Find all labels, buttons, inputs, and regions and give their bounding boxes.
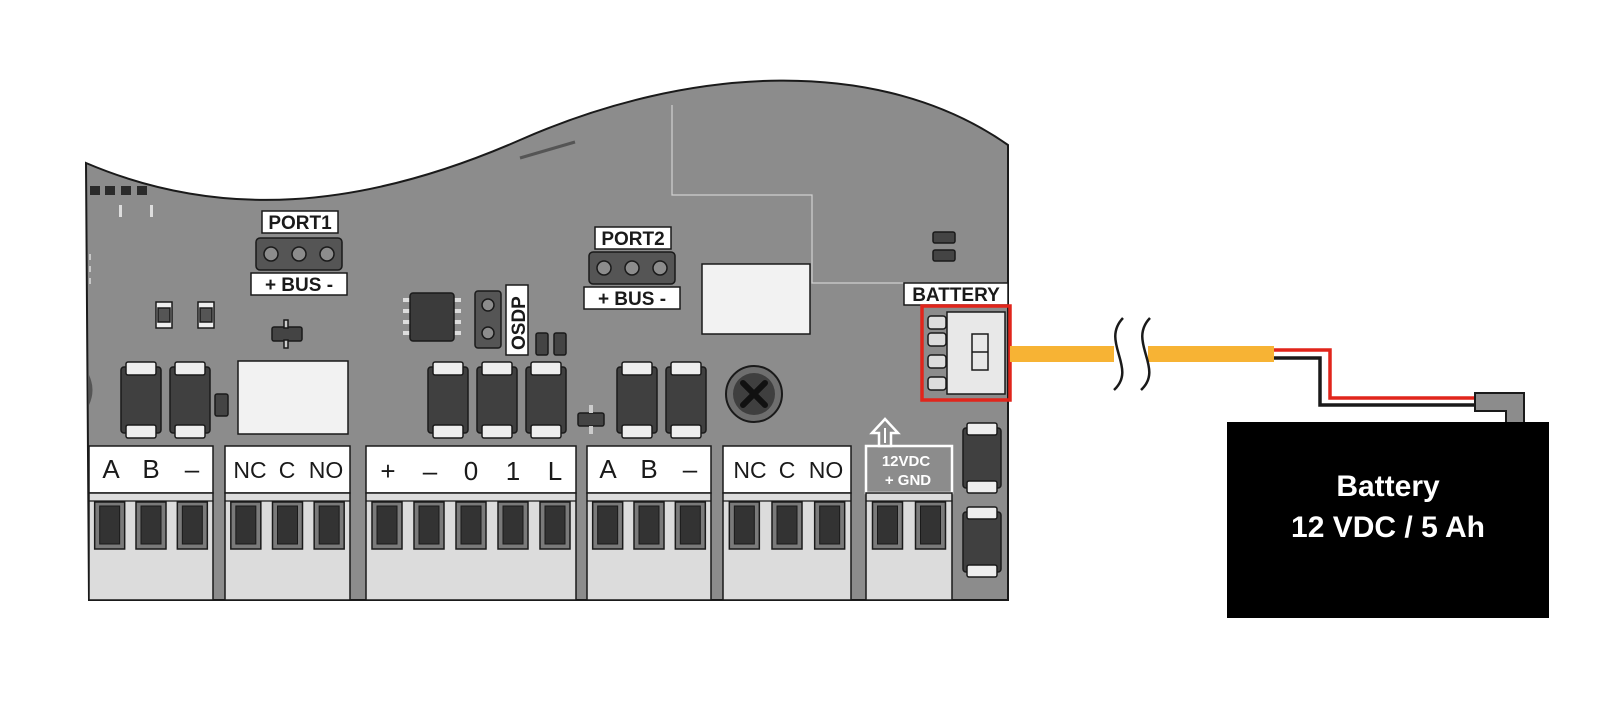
diode-group <box>427 361 567 439</box>
relay-module <box>237 360 349 435</box>
terminal-label-minus: – <box>423 456 438 486</box>
port1-label: PORT1 <box>268 213 332 234</box>
power-input-label: 12VDC + GND <box>864 417 954 495</box>
battery-spec: 12 VDC / 5 Ah <box>1291 511 1485 544</box>
terminal-label-a: A <box>599 454 617 484</box>
battery: Battery 12 VDC / 5 Ah <box>1227 392 1549 618</box>
ic-chip <box>403 292 461 342</box>
osdp-label: OSDP <box>509 296 530 350</box>
terminal-wire-entry <box>235 505 257 545</box>
terminal-label-c: C <box>279 457 296 483</box>
diode-pair <box>616 361 707 439</box>
osdp-jumper: OSDP <box>474 284 567 356</box>
terminal-wire-entry <box>277 505 298 545</box>
power-voltage-label: 12VDC <box>882 453 931 470</box>
port1-header: PORT1 + BUS - <box>250 210 348 296</box>
terminal-label-d1: 1 <box>506 456 520 486</box>
terminal-wire-entry <box>544 505 566 545</box>
terminal-label-a: A <box>102 454 120 484</box>
smd-components <box>155 301 303 417</box>
relay-module <box>701 263 811 335</box>
terminal-wire-entry <box>638 505 660 545</box>
terminal-wire-entry <box>99 505 121 545</box>
terminal-label-c: C <box>779 457 796 483</box>
terminal-label-b: B <box>640 454 657 484</box>
terminal-wire-entry <box>181 505 203 545</box>
board-trace <box>519 140 576 160</box>
terminal-wire-entry <box>776 505 798 545</box>
terminal-label-plus: + <box>380 456 395 486</box>
terminal-label-nc: NC <box>733 457 766 483</box>
port1-bus-label: + BUS - <box>265 275 333 296</box>
diode-pair <box>962 422 1002 578</box>
terminal-wire-entry <box>418 505 440 545</box>
port2-bus-label: + BUS - <box>598 289 666 310</box>
battery-wires <box>1274 348 1475 407</box>
terminal-wire-entry <box>877 505 898 545</box>
terminal-wire-entry <box>920 505 941 545</box>
terminal-wire-entry <box>597 505 619 545</box>
port2-label: PORT2 <box>601 229 664 250</box>
terminal-wire-entry <box>502 505 524 545</box>
terminal-label-led: L <box>548 456 562 486</box>
diode-pair <box>120 361 211 439</box>
terminal-wire-entry <box>318 505 340 545</box>
positive-wire <box>1274 348 1475 400</box>
terminal-blocks <box>88 492 953 601</box>
terminal-label-no: NO <box>309 457 344 483</box>
battery-connector: BATTERY <box>903 282 1012 402</box>
terminal-labels: A B – NC C NO + – 0 1 L A B – NC C NO <box>102 454 843 486</box>
battery-title: Battery <box>1336 470 1440 503</box>
terminal-label-b: B <box>142 454 159 484</box>
cable-break-icon <box>1113 317 1124 391</box>
terminal-label-d0: 0 <box>464 456 478 486</box>
mounting-screw-icon <box>725 365 783 423</box>
terminal-wire-entry <box>140 505 162 545</box>
battery-cable <box>1010 317 1274 391</box>
terminal-wire-entry <box>819 505 841 545</box>
terminal-label-minus: – <box>683 454 698 484</box>
board-trace <box>671 105 1003 284</box>
edge-ticks <box>89 254 91 284</box>
edge-notch <box>89 375 93 405</box>
negative-wire <box>1274 356 1475 407</box>
power-polarity-label: + GND <box>885 472 931 489</box>
smd-components <box>577 231 956 434</box>
port2-header: PORT2 + BUS - <box>583 226 681 310</box>
terminal-wire-entry <box>376 505 398 545</box>
terminal-label-nc: NC <box>233 457 266 483</box>
battery-body <box>1227 422 1549 618</box>
terminal-label-minus: – <box>185 454 200 484</box>
terminal-label-no: NO <box>809 457 844 483</box>
terminal-wire-entry <box>679 505 701 545</box>
header-pins <box>90 186 153 217</box>
terminal-wire-entry <box>460 505 482 545</box>
terminal-wire-entry <box>733 505 755 545</box>
battery-connector-label: BATTERY <box>912 285 1000 306</box>
battery-terminal <box>1474 392 1525 426</box>
